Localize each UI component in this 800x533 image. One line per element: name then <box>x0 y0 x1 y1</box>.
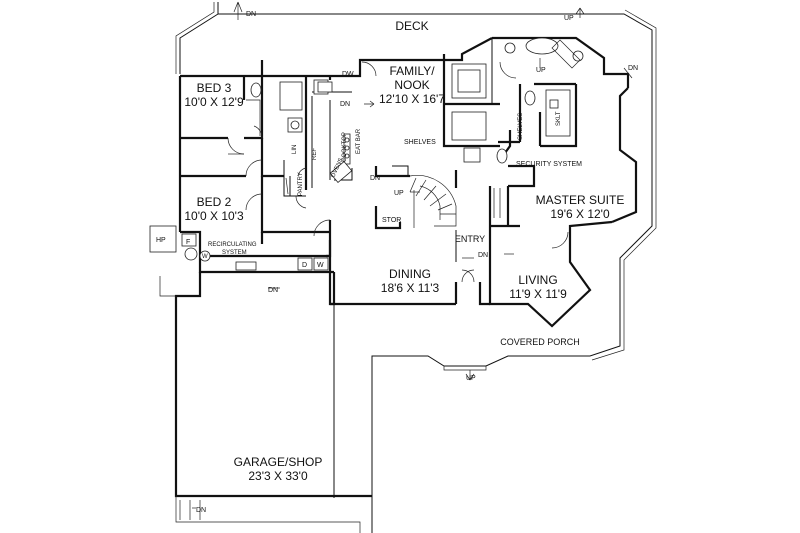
deck-area <box>175 1 657 82</box>
dw-label: DW <box>342 71 354 78</box>
deck-label: DECK <box>395 19 428 33</box>
system-label: SYSTEM <box>222 250 247 256</box>
stor-label: STOR <box>382 217 401 224</box>
security-system-label: SECURITY SYSTEM <box>516 161 582 168</box>
up-master-bath-label: UP <box>536 67 546 74</box>
dn-entry-label: DN <box>478 252 488 259</box>
shelves-family-label: SHELVES <box>404 139 436 146</box>
dn-laundry-label: DN <box>268 287 278 294</box>
dining-size: 18'6 X 11'3 <box>381 281 440 295</box>
dining-label: DINING <box>389 267 431 281</box>
fixtures <box>149 37 584 271</box>
master-suite-label: MASTER SUITE <box>536 193 625 207</box>
ref-label: REF <box>312 148 318 160</box>
bed2-size: 10'0 X 10'3 <box>184 209 244 223</box>
door-swings <box>227 61 569 283</box>
garage-walls <box>159 272 372 533</box>
family-nook-label-1: FAMILY/ <box>389 64 435 78</box>
room-labels: DECK FAMILY/ NOOK 12'10 X 16'7 BED 3 10'… <box>184 19 624 483</box>
dn-deck-label: DN <box>246 11 256 18</box>
hp-label: HP <box>156 237 166 244</box>
sklt-label: SKLT <box>556 111 562 126</box>
family-nook-size: 12'10 X 16'7 <box>379 92 445 106</box>
living-label: LIVING <box>518 273 557 287</box>
master-suite-size: 19'6 X 12'0 <box>550 207 610 221</box>
interior-walls <box>180 38 578 262</box>
recirculating-label: RECIRCULATING <box>208 242 257 248</box>
bed2-label: BED 2 <box>197 195 232 209</box>
covered-porch-label: COVERED PORCH <box>500 337 580 347</box>
shelves-master-label: SHELVES <box>518 113 524 140</box>
w-label: W <box>317 262 324 269</box>
dn-family-label: DN <box>340 101 350 108</box>
living-size: 11'9 X 11'9 <box>509 287 567 301</box>
entry-label: ENTRY <box>455 234 485 244</box>
lin-label: LIN <box>292 145 298 154</box>
garage-size: 23'3 X 33'0 <box>248 469 308 483</box>
dn-porch-label: DN <box>628 65 638 72</box>
f-label: F <box>186 239 190 246</box>
bed3-label: BED 3 <box>197 81 232 95</box>
family-nook-label-2: NOOK <box>394 78 429 92</box>
pantry-label: PANTRY <box>298 172 304 196</box>
covered-porch-area <box>371 82 657 533</box>
dn-garage-label: DN <box>196 507 206 514</box>
fixture-labels: DN UP DN UP DN DW DN UP STOR DN UP DN DN… <box>156 11 638 514</box>
bed3-size: 10'0 X 12'9 <box>184 95 244 109</box>
dn-stair-label: DN <box>370 175 380 182</box>
garage-label: GARAGE/SHOP <box>234 455 323 469</box>
up-stair-label: UP <box>394 190 404 197</box>
up-deck-label: UP <box>564 15 574 22</box>
stair-arrows <box>192 58 633 509</box>
up-porch-label: UP <box>466 375 476 382</box>
cooktop-label: COOKTOP <box>342 132 348 162</box>
eat-bar-label: EAT BAR <box>356 128 362 154</box>
d-label: D <box>302 262 307 269</box>
w-circle-label: W <box>202 254 208 260</box>
